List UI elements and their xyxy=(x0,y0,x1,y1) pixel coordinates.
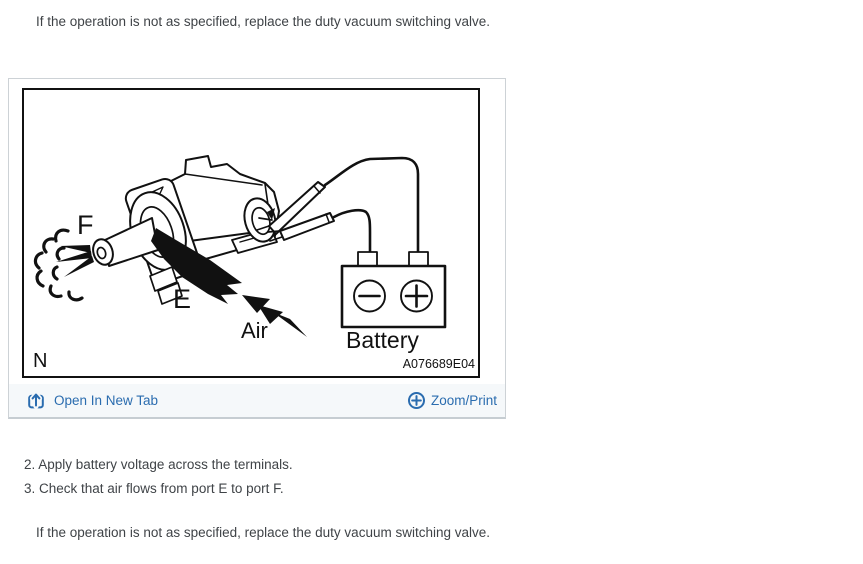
battery-plus-terminal xyxy=(400,279,433,313)
outro-text: If the operation is not as specified, re… xyxy=(36,525,490,540)
figure-panel: F E Air N Battery A076689E04 Open In New… xyxy=(8,78,506,419)
open-in-new-tab-icon[interactable] xyxy=(27,391,46,410)
steps-list: 2. Apply battery voltage across the term… xyxy=(24,453,293,501)
step-item: 2. Apply battery voltage across the term… xyxy=(24,457,293,472)
label-air: Air xyxy=(241,318,268,343)
probe-clip-negative xyxy=(267,212,335,242)
air-spray-arrows xyxy=(56,245,94,277)
battery-minus-terminal xyxy=(353,279,386,313)
intro-text: If the operation is not as specified, re… xyxy=(36,14,490,29)
label-figure-code: A076689E04 xyxy=(403,357,475,371)
zoom-print-icon[interactable] xyxy=(407,391,426,410)
wire-to-negative-terminal xyxy=(332,208,372,255)
air-flow-band xyxy=(151,228,242,304)
air-puff-cloud xyxy=(33,228,84,302)
open-in-new-tab-label[interactable]: Open In New Tab xyxy=(54,393,159,408)
open-in-new-tab-link[interactable]: Open In New Tab xyxy=(27,391,158,410)
label-battery: Battery xyxy=(346,327,419,353)
label-port-f: F xyxy=(77,210,94,240)
label-note-n: N xyxy=(33,350,47,372)
zoom-print-label[interactable]: Zoom/Print xyxy=(430,393,497,408)
figure-toolbar: Open In New Tab Zoom/Print xyxy=(9,384,505,417)
wire-to-positive-terminal xyxy=(323,156,420,255)
label-port-e: E xyxy=(173,284,191,314)
valve-test-diagram: F E Air N Battery A076689E04 xyxy=(33,155,475,372)
battery xyxy=(340,251,447,329)
zoom-print-link[interactable]: Zoom/Print xyxy=(407,391,497,410)
step-item: 3. Check that air flows from port E to p… xyxy=(24,481,284,496)
valve-connector xyxy=(243,197,277,243)
air-arrow xyxy=(242,295,307,337)
diagram-canvas: F E Air N Battery A076689E04 xyxy=(22,88,480,378)
